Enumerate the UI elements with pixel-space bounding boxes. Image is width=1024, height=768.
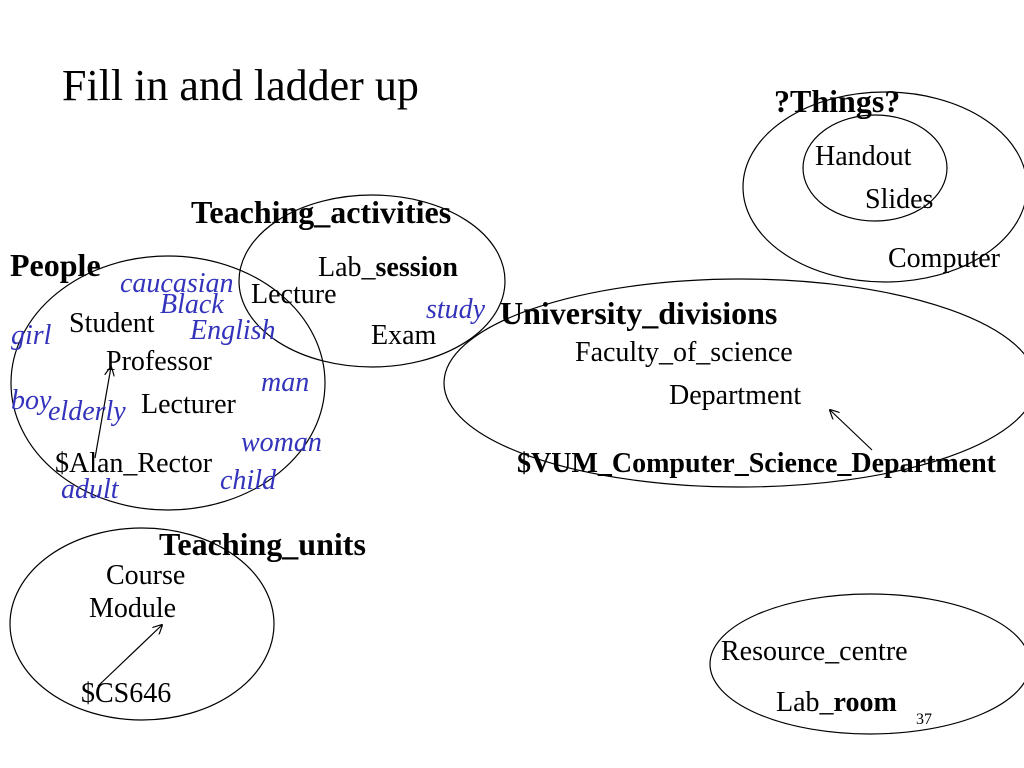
people-item-alan-rector: $Alan_Rector <box>55 448 213 479</box>
resource-centre-ellipse <box>709 593 1024 735</box>
attr-man: man <box>261 367 310 398</box>
lab-room-label: Lab_room <box>776 689 897 717</box>
lab-session-bold: session <box>375 252 458 283</box>
attr-boy: boy <box>11 385 52 416</box>
things-item-slides: Slides <box>865 184 934 215</box>
unit-item-cs646: $CS646 <box>81 678 172 709</box>
unit-item-module: Module <box>89 593 177 624</box>
university-divisions-ellipse <box>443 278 1024 488</box>
teaching-activities-label: Teaching_activities <box>191 194 452 230</box>
activity-item-exam: Exam <box>371 320 437 351</box>
people-item-professor: Professor <box>106 346 212 377</box>
attr-elderly: elderly <box>48 396 126 427</box>
things-item-handout: Handout <box>815 141 912 172</box>
attr-english: English <box>190 315 276 346</box>
rector-to-professor-arrow <box>94 367 111 459</box>
cs646-to-module-arrow <box>97 625 162 687</box>
university-divisions-label: University_divisions <box>500 295 778 331</box>
people-ellipse <box>10 255 326 511</box>
slide-title: Fill in and ladder up <box>62 61 419 110</box>
lab-room-prefix: Lab_ <box>776 687 834 718</box>
attr-caucasian: caucasian <box>120 268 234 299</box>
activity-item-lecture: Lecture <box>251 279 337 310</box>
things-label: ?Things? <box>774 83 901 119</box>
things-inner-ellipse <box>802 114 948 222</box>
unit-item-course: Course <box>106 560 186 591</box>
attr-adult: adult <box>61 474 119 505</box>
attr-black: Black <box>160 289 224 320</box>
people-item-lecturer: Lecturer <box>141 389 236 420</box>
things-item-computer: Computer <box>888 243 1000 274</box>
attr-child: child <box>220 465 276 496</box>
teaching-units-label: Teaching_units <box>159 526 366 562</box>
things-outer-ellipse <box>742 91 1024 283</box>
lab-room-bold: room <box>833 687 897 718</box>
division-item-department: Department <box>669 380 802 411</box>
people-label: People <box>10 247 101 283</box>
division-instance-vum: $VUM_Computer_Science_Department <box>517 448 996 479</box>
attr-girl: girl <box>11 320 52 351</box>
lab-session-label: Lab_session <box>318 254 458 282</box>
lab-session-prefix: Lab_ <box>318 252 376 283</box>
division-item-faculty: Faculty_of_science <box>575 337 793 368</box>
people-item-student: Student <box>69 308 155 339</box>
attr-woman: woman <box>241 427 322 458</box>
resource-item-resource-centre: Resource_centre <box>721 636 908 667</box>
teaching-activities-ellipse <box>238 194 506 368</box>
page-number: 37 <box>916 711 932 728</box>
attr-study: study <box>426 294 486 325</box>
vum-to-department-arrow <box>830 410 873 451</box>
teaching-units-ellipse <box>9 527 275 721</box>
